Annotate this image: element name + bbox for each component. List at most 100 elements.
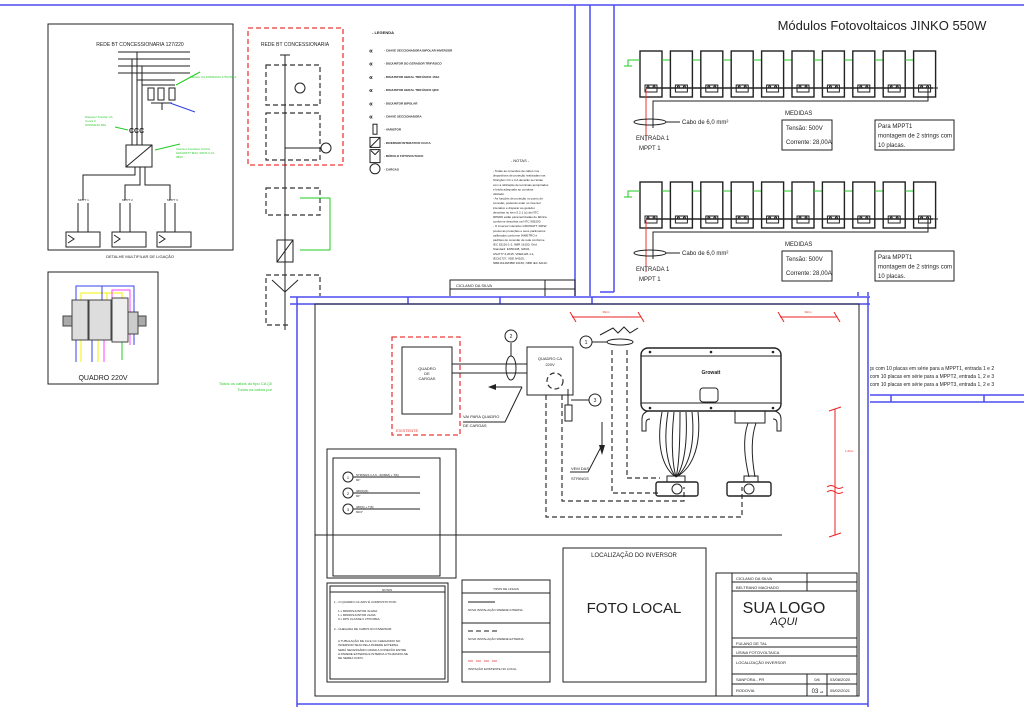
breaker-note-3: SOPRANO 50A bbox=[85, 123, 106, 127]
svg-text:«: « bbox=[369, 48, 373, 55]
load-panel-label-2: DE bbox=[424, 371, 430, 376]
inverter-icon bbox=[125, 144, 153, 168]
note-line: calibrados conforme INMETRO e bbox=[493, 233, 538, 237]
from-strings-2: STRINGS bbox=[571, 476, 589, 481]
note-line: Standard: EN50438, G83/2, bbox=[493, 247, 530, 251]
cable-number: 2 bbox=[347, 491, 350, 496]
sheet-modules: Módulos Fotovoltaicos JINKO 550W Cabo de… bbox=[600, 0, 1024, 293]
note-line: - Todas as conexões de cabos nos bbox=[493, 169, 540, 173]
summary-line-1: ngs com 10 placas em série para a MPPT1,… bbox=[866, 366, 994, 372]
line-types-box bbox=[461, 579, 551, 683]
tb-client: FULANO DE TAL bbox=[736, 641, 768, 646]
to-load-panel-2: DE CARGAS bbox=[463, 423, 487, 428]
ac-panel-label: QUADRO CA bbox=[538, 356, 563, 361]
pv-module bbox=[639, 181, 663, 229]
from-strings-1: VEM DAS bbox=[571, 466, 589, 471]
legend-item-label: - CHAVE SECCIONADORA BIPOLAR INVERSOR bbox=[384, 49, 453, 53]
svg-text:«: « bbox=[369, 88, 373, 95]
legend-item: - CARGAS bbox=[369, 163, 399, 175]
varistor-icon bbox=[372, 123, 378, 135]
switch-icon: « bbox=[369, 114, 373, 121]
mppt-label-3: MPPT 3 bbox=[167, 198, 178, 202]
inverter-note-1: Inversor Interativo CC/CA bbox=[176, 147, 210, 151]
breaker-note-2: Curva C bbox=[85, 119, 97, 123]
note-line: - As funções de proteção no ponto de bbox=[493, 197, 543, 201]
measures-title: MEDIDAS bbox=[785, 111, 812, 117]
note-line: dispositivos de proteção realizadas nas bbox=[493, 174, 546, 178]
cable-spec: 3#6(6) + T(6) bbox=[356, 505, 374, 509]
varistor-icon bbox=[147, 87, 176, 110]
current-value: Corrente: 28,00A bbox=[786, 140, 832, 146]
string-note: Para MPPT1 bbox=[878, 124, 913, 130]
cable-number: 1 bbox=[347, 475, 350, 480]
breaker-icon: « bbox=[369, 88, 373, 95]
breaker-note-1: Disjuntor Tripolar CA bbox=[85, 115, 113, 119]
title-block-name: CICLANO DA SILVA bbox=[456, 283, 492, 288]
multifilar-frame bbox=[47, 23, 234, 251]
bus-lines bbox=[118, 51, 190, 145]
note-line: DE SERRA COPO. bbox=[338, 656, 364, 660]
inverter-icon bbox=[369, 136, 381, 148]
meter-icon bbox=[294, 82, 306, 94]
legend-item-label: - DISJUNTOR DO GERADOR TRIFÁSICO bbox=[384, 61, 442, 66]
logo-text: SUA LOGO bbox=[743, 600, 826, 617]
marker-2-label: 2 bbox=[510, 334, 513, 340]
legend-item: «- CHAVE SECCIONADORA bbox=[369, 114, 422, 121]
notes-box bbox=[326, 582, 449, 683]
dim-top-left-label: 36cm bbox=[602, 310, 610, 314]
utility-network-box bbox=[247, 27, 344, 166]
note-line: conexão, podendo estar no inversor bbox=[493, 201, 541, 205]
legend-item-label: - DISJUNTOR BIPOLAR bbox=[384, 101, 418, 105]
panel-220v-title: QUADRO 220V bbox=[78, 375, 127, 382]
note-line: INVERSOR SEJA PELA PAREDE EXTERNA. bbox=[338, 643, 399, 647]
note-line: interativo e disparar ao gerador, bbox=[493, 206, 536, 210]
voltage-value: Tensão: 500V bbox=[786, 257, 823, 263]
tb-sheet-num: 03 bbox=[812, 689, 819, 695]
tb-reviewer: BELTRANO MACHADO bbox=[736, 585, 779, 590]
legend-item-label: - DISJUNTOR GERAL TRIFÁSICO QDC bbox=[384, 87, 440, 92]
line-type-1: NOVA INSTALAÇÃO PAREDE INTERNA bbox=[468, 607, 523, 612]
sheet-location: EXISTENTE QUADRO DE CARGAS 2 QUADRO CA 2… bbox=[290, 296, 870, 707]
legend-item: - MÓDULO FOTOVOLTAICO bbox=[369, 149, 424, 164]
marker-3-label: 3 bbox=[594, 398, 597, 404]
load-panel bbox=[401, 346, 453, 415]
legend-title: - LEGENDA bbox=[372, 30, 394, 35]
note-line: 3 x DPS CLASSE II 275V/45kA bbox=[338, 617, 380, 621]
panel-220v-wiring bbox=[62, 285, 147, 362]
marker-2 bbox=[504, 329, 518, 343]
logo-subtext: AQUI bbox=[770, 616, 798, 628]
tb-date1: 03/08/2020 bbox=[830, 677, 851, 682]
panel-220v-frame bbox=[47, 271, 159, 385]
breaker-icon: CCC bbox=[129, 128, 144, 135]
note-line: conforme descritas na NTC 905200. bbox=[493, 220, 541, 224]
note-line: A TUBULAÇÃO DE CA E CC CHEGANDO NO bbox=[338, 638, 401, 643]
cable-number: 3 bbox=[347, 507, 350, 512]
ground-icon bbox=[627, 190, 640, 197]
svg-text:CCC: CCC bbox=[129, 128, 144, 135]
mppt-label-2: MPPT 2 bbox=[122, 198, 133, 202]
dim-top-right-label: 30cm bbox=[804, 310, 812, 314]
breaker-icon: « bbox=[369, 101, 373, 108]
note-line: IEC 62116-1-2, NBR 16150, Grid bbox=[493, 243, 537, 247]
svg-text:«: « bbox=[369, 114, 373, 121]
modules-title: Módulos Fotovoltaicos JINKO 550W bbox=[778, 18, 988, 33]
dimension-top-left: 36cm bbox=[569, 310, 645, 323]
cable-legend-box bbox=[326, 448, 457, 579]
line-type-2: NOVA INSTALAÇÃO PAREDE EXTERNA bbox=[468, 636, 524, 641]
legend-item-label: - DISJUNTOR GERAL TRIFÁSICO 150A bbox=[384, 74, 440, 79]
note-line: utilizado. bbox=[493, 192, 505, 196]
inverter-display-icon bbox=[699, 387, 719, 403]
legend-item: «- DISJUNTOR GERAL TRIFÁSICO 150A bbox=[369, 74, 440, 82]
legend-item: « - DISJUNTOR DO GERADOR TRIFÁSICO bbox=[369, 61, 442, 69]
note-line: 1 - O QUADRO CA 220V É COMPOSTO POR: bbox=[334, 599, 397, 604]
note-line: IEC61727, VDE N4105, bbox=[493, 256, 525, 260]
legend-item-label: - VARISTOR bbox=[384, 128, 402, 132]
cable-sub: 60" bbox=[356, 494, 360, 498]
to-load-panel-1: VAI PARA QUADRO bbox=[463, 414, 499, 419]
photo-title: LOCALIZAÇÃO DO INVERSOR bbox=[591, 552, 677, 559]
svg-text:«: « bbox=[369, 61, 373, 68]
cable-spec: 3#6(6)(6) bbox=[356, 489, 368, 493]
string-note: Para MPPT1 bbox=[878, 255, 913, 261]
